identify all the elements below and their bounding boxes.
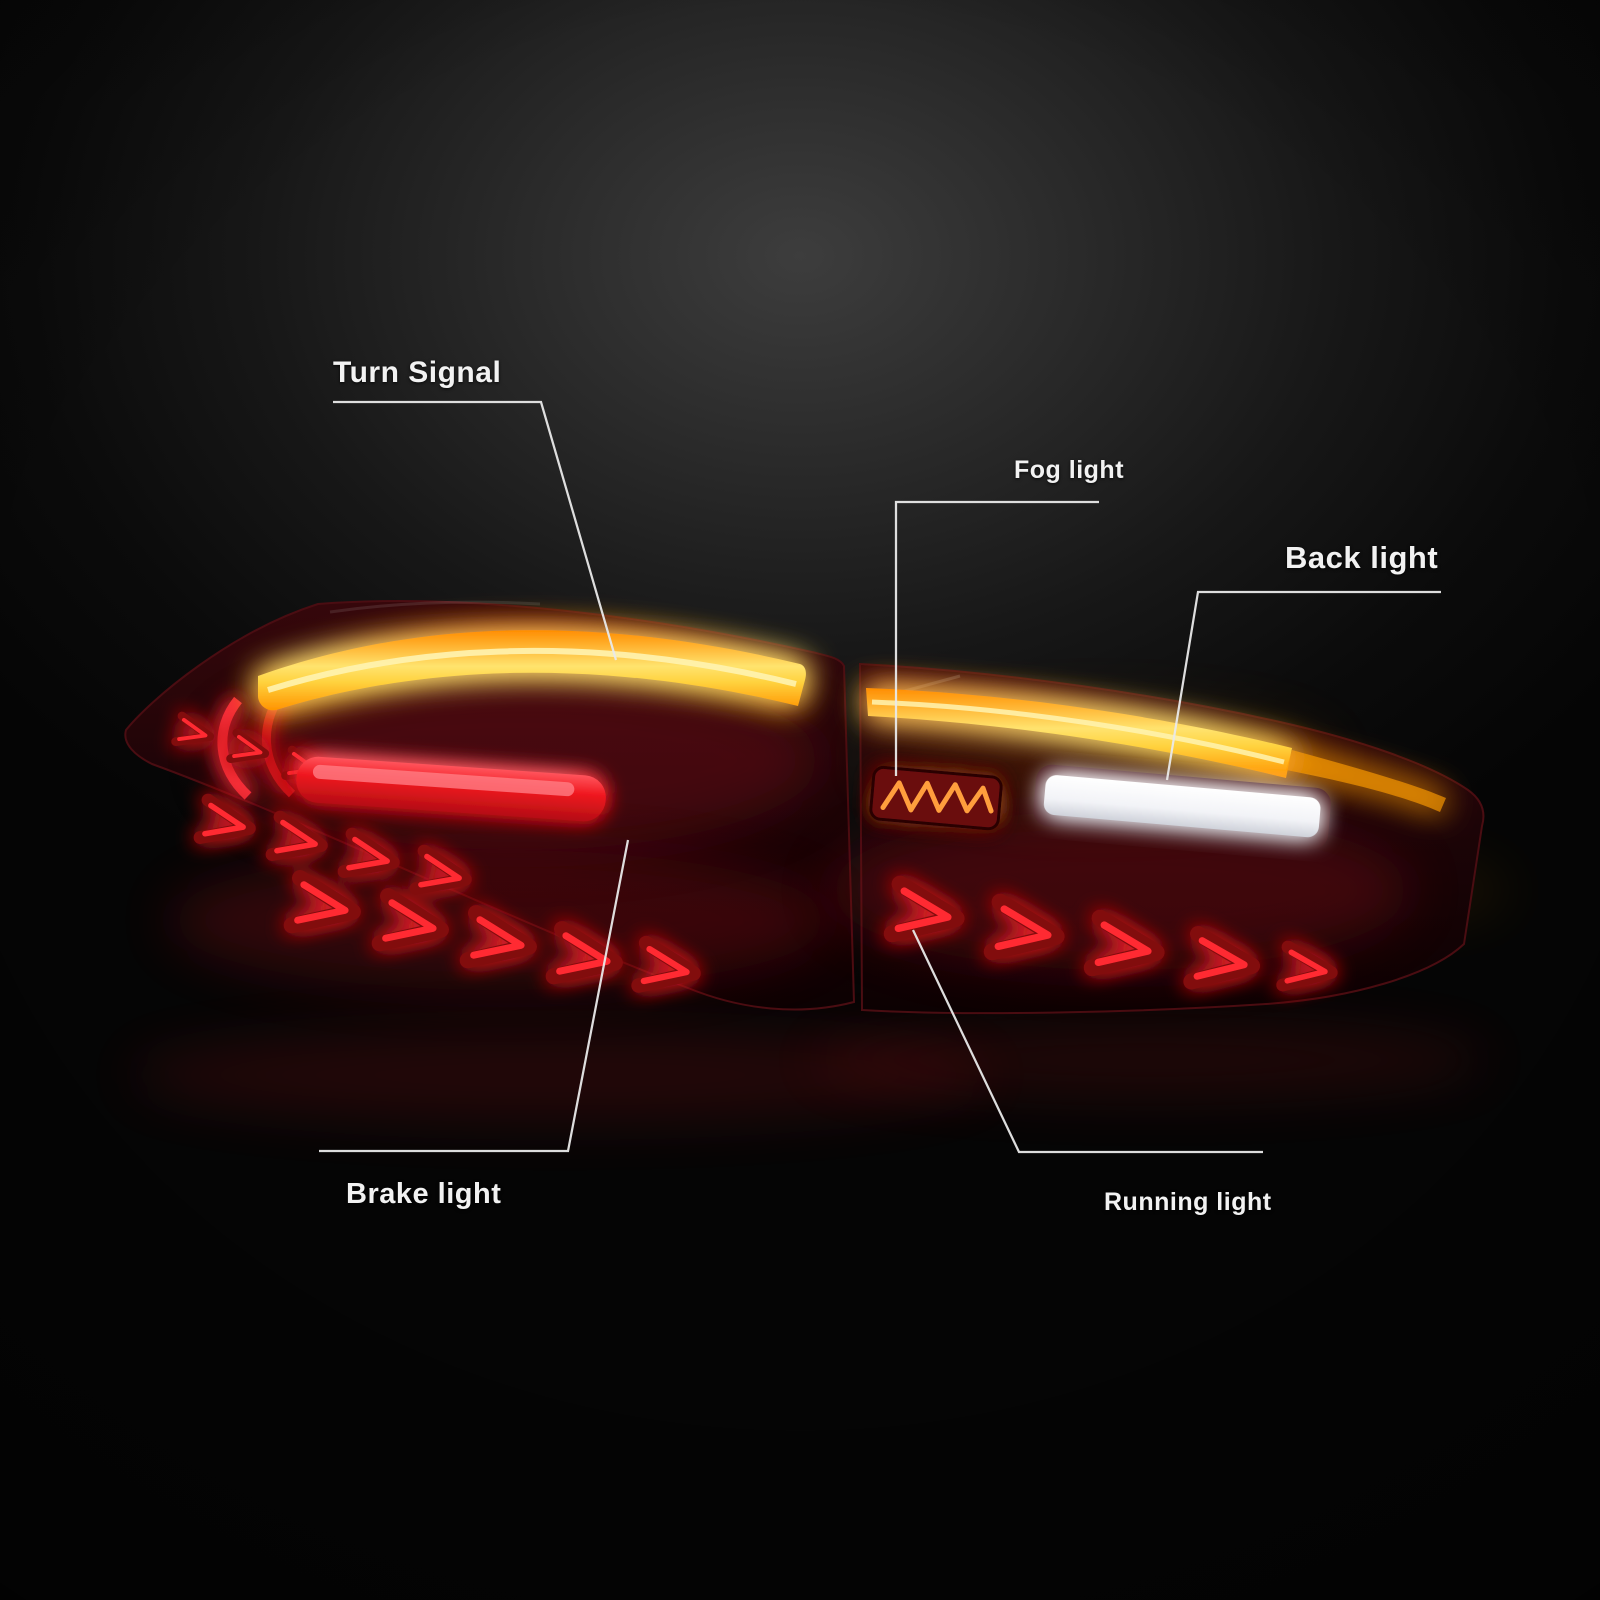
running-light-label: Running light (1104, 1188, 1272, 1216)
turn-signal-label: Turn Signal (333, 356, 502, 389)
back-light-label: Back light (1285, 540, 1439, 575)
fog-light-segment (869, 765, 1003, 831)
brake-light-label: Brake light (346, 1178, 502, 1210)
fog-light-label: Fog light (1014, 456, 1125, 484)
